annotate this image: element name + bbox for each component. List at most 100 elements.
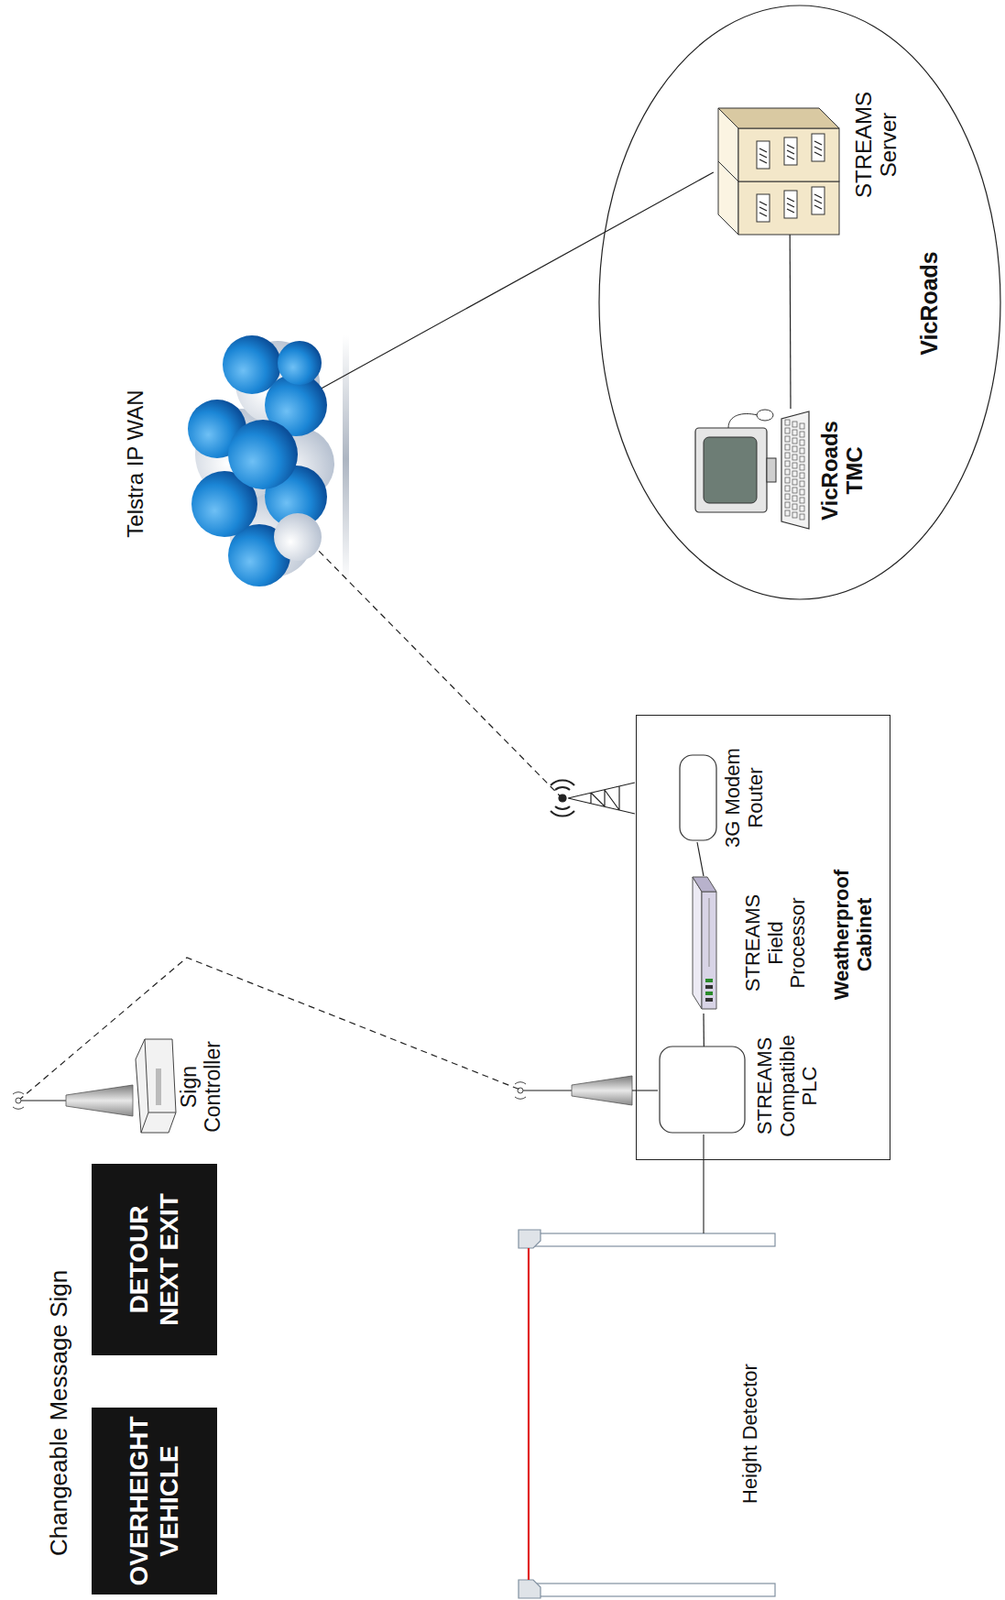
drive-mark [814, 146, 822, 151]
ellipse-border [599, 5, 1001, 600]
node-label: VicRoads TMC [818, 404, 868, 537]
device-node: Telstra IP WAN [123, 326, 335, 601]
drive-mark [786, 208, 795, 213]
node-label: STREAMS Server [852, 76, 902, 214]
key [799, 489, 805, 495]
key [792, 487, 798, 493]
antenna-cone [571, 1075, 633, 1105]
icon-shape [701, 102, 849, 242]
key [785, 510, 790, 516]
status-led [705, 991, 713, 995]
node-label: Sign Controller [177, 1022, 226, 1151]
controller-icon [12, 1038, 176, 1133]
message-sign: OVERHEIGHT VEHICLE [91, 1407, 218, 1595]
processor-front [701, 891, 717, 1009]
device-node: VicRoads TMC [687, 404, 885, 537]
key [792, 503, 798, 510]
controller-box [135, 1038, 176, 1133]
key [785, 427, 790, 434]
icon-drawing [690, 874, 719, 1013]
connector-line [702, 1013, 705, 1047]
monitor-screen [703, 436, 757, 503]
detector-wire [702, 1134, 704, 1234]
connector-line [313, 545, 563, 799]
key [792, 495, 798, 502]
node-label: STREAMS Compatible PLC [753, 1026, 822, 1146]
mouse [756, 409, 774, 421]
antenna-rod [21, 1099, 68, 1102]
key [799, 423, 805, 429]
server-icon [718, 108, 840, 235]
node-label: Telstra IP WAN [123, 326, 149, 601]
key [792, 512, 798, 518]
drive-mark [814, 205, 822, 209]
icon-shape [691, 408, 816, 533]
node-label: VicRoads [916, 225, 942, 382]
key [792, 429, 798, 436]
rounded-box [659, 1046, 745, 1133]
cloud-shadow [342, 335, 350, 583]
keyboard [781, 411, 809, 529]
cloud-puff [228, 419, 298, 490]
annotation-label: Changeable Message Sign [45, 1207, 74, 1556]
message-sign: DETOUR NEXT EXIT [91, 1163, 218, 1355]
antenna-rod [523, 1089, 574, 1092]
drive-mark [759, 207, 767, 211]
key [799, 513, 805, 520]
monitor [695, 427, 767, 513]
detector-head [518, 1579, 541, 1598]
device-node: 3G Modem Router [674, 740, 771, 855]
key [799, 431, 805, 437]
key [799, 505, 805, 512]
key [785, 452, 790, 459]
key [785, 419, 790, 426]
key [785, 436, 790, 442]
key [792, 470, 798, 477]
antenna-tip [15, 1097, 22, 1104]
mouse-cord [728, 414, 758, 428]
tmc-icon [695, 409, 809, 529]
icon-drawing [678, 753, 718, 842]
key [792, 437, 798, 444]
server-side [718, 108, 840, 129]
controller-slot [155, 1068, 162, 1105]
device-node: Sign Controller [7, 1022, 237, 1151]
node-label: 3G Modem Router [721, 740, 767, 855]
node-label: Weatherproof Cabinet [830, 847, 876, 1022]
drive-mark [814, 152, 822, 156]
icon-drawing [691, 408, 816, 533]
drive-mark [786, 197, 795, 202]
cloud-puff [277, 340, 322, 385]
key [799, 456, 805, 462]
status-led [705, 978, 713, 983]
drive-mark [786, 144, 795, 149]
key [792, 462, 798, 469]
icon-drawing [658, 1045, 746, 1134]
icon-drawing [187, 331, 328, 592]
key [799, 439, 805, 446]
cloud-puff [273, 513, 322, 561]
drive-mark [814, 199, 822, 204]
drive-slot [811, 133, 825, 162]
drive-mark [759, 153, 767, 158]
key [799, 472, 805, 479]
drive-mark [759, 201, 767, 206]
detector-post [531, 1233, 776, 1246]
drive-slot [784, 137, 798, 165]
drive-mark [786, 150, 795, 154]
icon-shape [658, 1045, 746, 1134]
icon-shape [7, 1022, 176, 1151]
processor-line [709, 897, 711, 967]
drive-mark [759, 159, 767, 164]
server-front [738, 181, 840, 235]
drive-mark [759, 212, 767, 217]
rbox-icon [679, 754, 717, 841]
annotation-label: Height Detector [738, 1329, 762, 1504]
drive-mark [814, 194, 822, 198]
key [792, 446, 798, 452]
drive-slot [756, 194, 770, 222]
device-node: STREAMS Field Processor [683, 869, 821, 1016]
